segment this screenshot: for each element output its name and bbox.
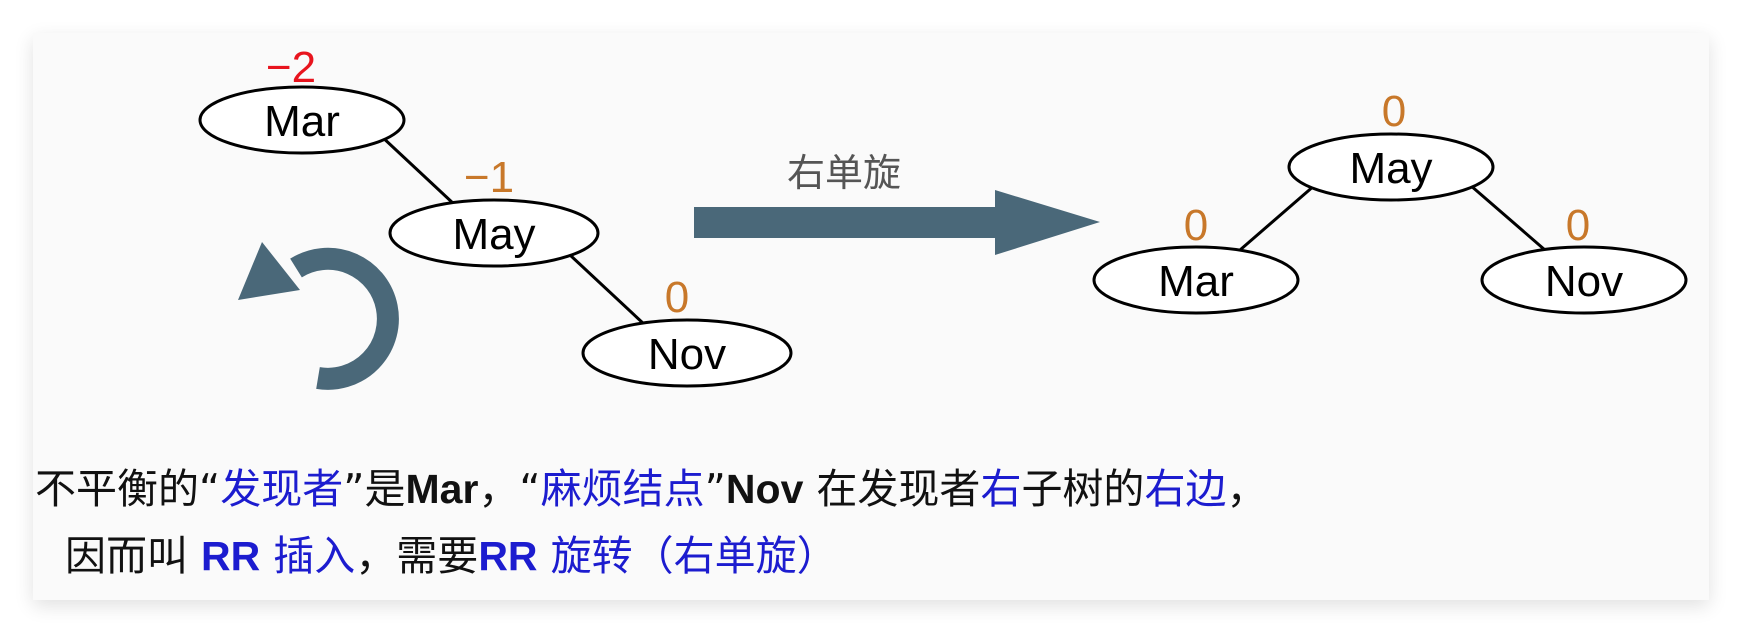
edge-may-nov [1469, 183, 1546, 252]
caption-text: 因而叫 [65, 532, 202, 580]
tree-node-mar: Mar −2 [198, 43, 406, 155]
right-arrow-icon [694, 190, 1100, 255]
caption-bold: Nov [725, 466, 804, 512]
node-label: Mar [264, 97, 340, 146]
tree-node-mar-left: Mar 0 [1092, 201, 1300, 315]
caption-bold-highlight: RR [201, 533, 261, 579]
balance-factor: 0 [665, 273, 689, 322]
balance-factor: 0 [1382, 87, 1406, 136]
node-label: May [1349, 144, 1432, 193]
node-label: May [452, 210, 535, 259]
caption-highlight: 插入 [260, 532, 356, 580]
node-label: Nov [648, 330, 726, 379]
caption-text: ，需要 [355, 532, 479, 580]
balance-factor: 0 [1184, 201, 1208, 250]
caption-text: 子树的 [1021, 465, 1145, 513]
caption-highlight: 右边 [1144, 465, 1227, 513]
edge-may-nov [568, 253, 647, 327]
node-label: Mar [1158, 257, 1234, 306]
edge-may-mar [1239, 183, 1316, 252]
caption-bold: Mar [405, 466, 479, 512]
node-label: Nov [1545, 257, 1623, 306]
caption-highlight: 旋转（右单旋） [537, 532, 838, 580]
caption-line-2: 因而叫 RR 插入，需要RR 旋转（右单旋） [65, 522, 838, 582]
caption-text: ， [1226, 465, 1268, 513]
rotate-counterclockwise-icon [238, 242, 399, 390]
caption-line-1: 不平衡的“发现者”是Mar，“麻烦结点”Nov 在发现者右子树的右边， [35, 455, 1267, 515]
balance-factor: −1 [464, 153, 514, 202]
tree-node-nov-right: Nov 0 [1480, 201, 1688, 315]
tree-node-may: May −1 [388, 153, 600, 268]
caption-highlight: 右 [980, 465, 1022, 513]
caption-text: 在发现者 [803, 465, 981, 513]
caption-text: 不平衡的“ [35, 465, 221, 513]
caption-text: ” [704, 465, 726, 513]
rotation-label: 右单旋 [787, 151, 901, 195]
edge-mar-may [378, 133, 457, 207]
balance-factor: −2 [266, 43, 316, 92]
tree-node-nov: Nov 0 [581, 273, 793, 388]
caption-bold-highlight: RR [478, 533, 538, 579]
tree-node-may-root: May 0 [1287, 87, 1495, 202]
caption-highlight: 发现者 [220, 465, 344, 513]
caption-text: ”是 [343, 465, 406, 513]
caption-highlight: 麻烦结点 [540, 465, 705, 513]
caption-text: ，“ [478, 465, 541, 513]
balance-factor: 0 [1566, 201, 1590, 250]
